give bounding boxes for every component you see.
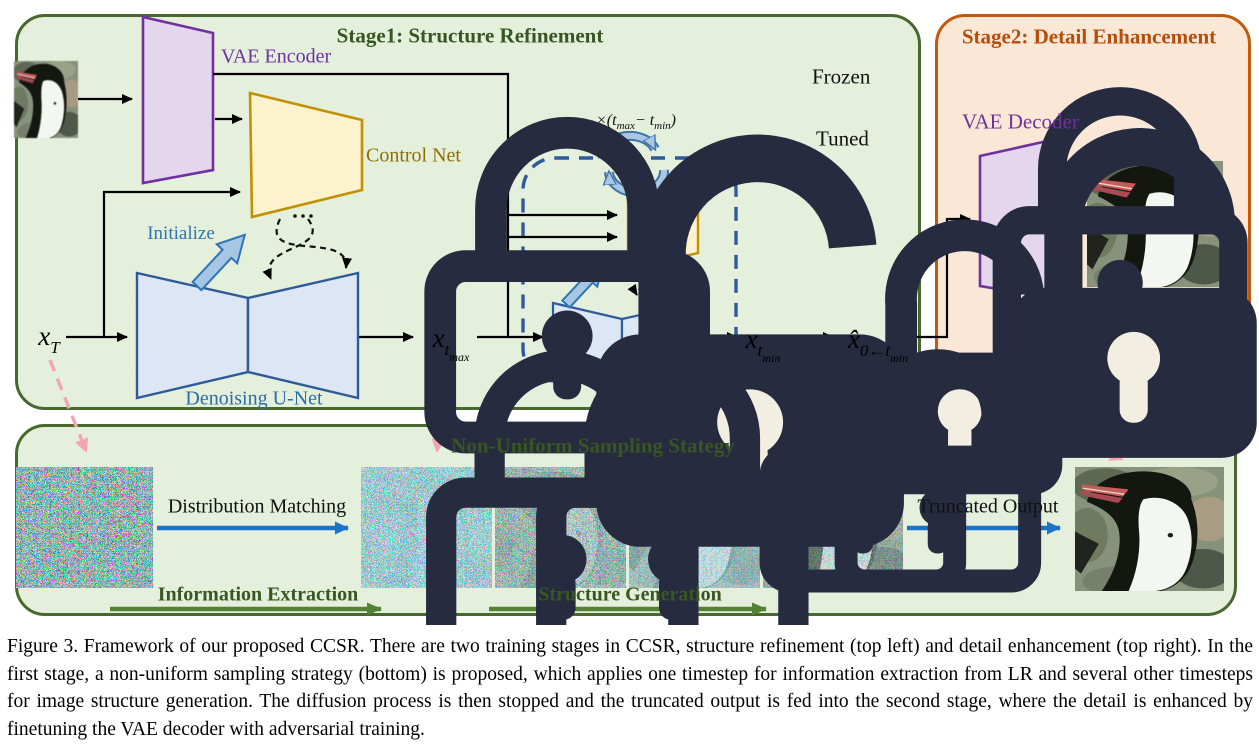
noise-latent-image-4	[629, 467, 760, 588]
information-extraction-label: Information Extraction	[157, 583, 359, 606]
noise-latent-image-1	[16, 467, 153, 588]
initialize-label: Initialize	[147, 223, 215, 244]
legend-tuned-label: Tuned	[816, 126, 869, 151]
stage2-title: Stage2: Detail Enhancement	[961, 24, 1217, 49]
truncated-output-label: Truncated Output	[917, 495, 1059, 518]
denoising-unet-label: Denoising U-Net	[185, 387, 323, 410]
noise-latent-image-2	[361, 467, 492, 588]
noise-latent-image-5	[763, 467, 903, 588]
truncated-output-image	[1075, 467, 1224, 591]
legend-frozen-label: Frozen	[812, 64, 871, 89]
noise-latent-image-3	[495, 467, 626, 588]
output-hr-image	[1087, 161, 1223, 287]
control-net-label: Control Net	[366, 144, 461, 167]
structure-generation-label: Structure Generation	[538, 583, 722, 606]
stage1-title: Stage1: Structure Refinement	[336, 23, 604, 48]
vae-encoder-label: VAE Encoder	[221, 45, 332, 68]
vae-decoder-label: VAE Decoder	[962, 109, 1079, 134]
figure-caption: Figure 3. Framework of our proposed CCSR…	[7, 636, 1253, 740]
sampling-title: Non-Uniform Sampling Stategy	[451, 433, 735, 458]
distribution-matching-label: Distribution Matching	[167, 495, 347, 518]
input-lr-image	[14, 61, 78, 138]
